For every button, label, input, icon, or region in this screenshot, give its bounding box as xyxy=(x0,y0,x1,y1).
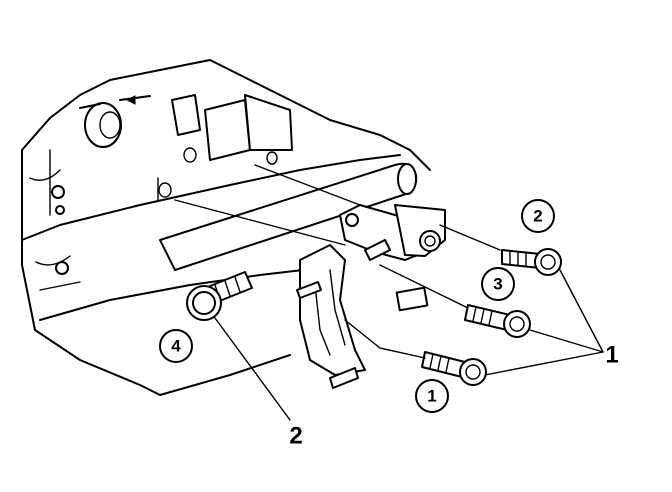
callout-2-label: 2 xyxy=(533,207,542,226)
bolt-2 xyxy=(501,248,562,276)
callout-4-label: 4 xyxy=(171,337,181,356)
bolt-1 xyxy=(421,351,487,386)
shaft xyxy=(159,162,418,271)
callout-4: 4 xyxy=(159,329,193,363)
studs xyxy=(296,239,391,389)
callout-3-label: 3 xyxy=(493,275,502,294)
callout-3: 3 xyxy=(481,267,515,301)
bolt-4 xyxy=(186,271,253,321)
engine-block xyxy=(21,59,431,396)
callout-1: 1 xyxy=(415,379,449,413)
alignment-lines xyxy=(174,164,501,359)
callout-2: 2 xyxy=(521,199,555,233)
reference-1-label: 1 xyxy=(605,342,618,369)
reference-2-label: 2 xyxy=(289,423,302,450)
mounting-bracket xyxy=(299,204,446,376)
callout-1-label: 1 xyxy=(427,387,436,406)
leader-lines xyxy=(214,269,604,421)
bolt-3 xyxy=(464,304,531,338)
